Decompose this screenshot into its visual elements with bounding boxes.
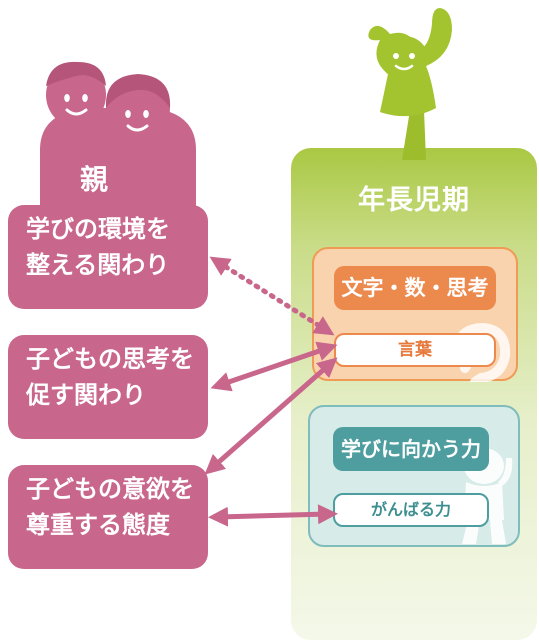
role-motivation-line2: 尊重する態度 xyxy=(26,511,170,539)
child-character-illustration xyxy=(368,8,452,160)
category-label-cognitive: 文字・数・思考 xyxy=(334,266,496,310)
parent-label: 親 xyxy=(80,163,109,196)
role-motivation-line1: 子どもの意欲を xyxy=(26,475,194,503)
category-sub-language: 言葉 xyxy=(334,333,496,367)
role-box-environment: 学びの環境を 整える関わり xyxy=(8,205,208,309)
role-environment-line2: 整える関わり xyxy=(26,251,170,279)
dotted-arrow-environment xyxy=(209,256,335,336)
role-thinking-line2: 促す関わり xyxy=(26,381,146,409)
arrow-motivation-learning xyxy=(208,504,338,527)
role-box-thinking: 子どもの思考を 促す関わり xyxy=(8,335,208,439)
parents-illustration xyxy=(40,61,196,210)
period-title: 年長児期 xyxy=(358,185,470,216)
category-label-learning-attitude: 学びに向かう力 xyxy=(333,427,489,471)
role-box-motivation: 子どもの意欲を 尊重する態度 xyxy=(8,465,208,569)
role-environment-line1: 学びの環境を xyxy=(26,215,170,243)
role-thinking-line1: 子どもの思考を xyxy=(26,345,194,373)
category-sub-perseverance: がんばる力 xyxy=(333,493,489,527)
arrow-motivation-cognitive xyxy=(204,357,338,475)
